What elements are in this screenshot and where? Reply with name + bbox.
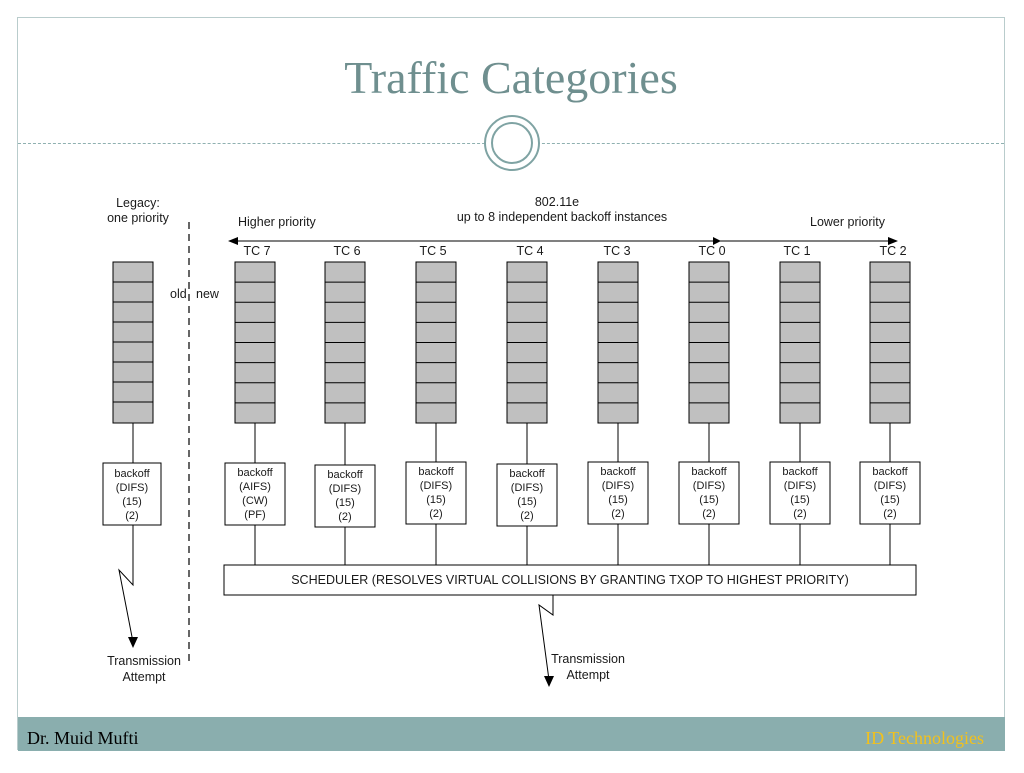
backoff-line: (15) (517, 496, 537, 508)
footer-company: ID Technologies (865, 728, 984, 748)
backoff-line: (15) (699, 494, 719, 506)
backoff-line: (DIFS) (511, 482, 543, 494)
backoff-line: backoff (600, 466, 636, 478)
traffic-category-label: TC 0 (698, 244, 725, 258)
backoff-line: (2) (338, 511, 351, 523)
backoff-line: (DIFS) (693, 480, 725, 492)
backoff-line: (2) (520, 510, 533, 522)
backoff-line: (DIFS) (329, 483, 361, 495)
slide-title: Traffic Categories (344, 52, 678, 103)
backoff-line: (2) (611, 508, 624, 520)
traffic-category-tc3: TC 3 backoff (DIFS) (15) (2) (587, 244, 649, 565)
traffic-category-label: TC 4 (516, 244, 543, 258)
legacy-transmission-line2: Attempt (122, 670, 166, 684)
footer-author: Dr. Muid Mufti (27, 728, 139, 748)
new-label: new (196, 287, 220, 301)
legacy-transmission-arrowhead-icon (128, 637, 138, 648)
backoff-line: backoff (782, 466, 818, 478)
higher-priority-label: Higher priority (238, 215, 317, 229)
traffic-category-tc7: TC 7 backoff (AIFS) (CW) (PF) (224, 244, 286, 565)
tc0-left-arrowhead-icon (713, 237, 721, 245)
legacy-queue: backoff (DIFS) (15) (2) Transmission Att… (102, 261, 181, 684)
traffic-category-label: TC 5 (419, 244, 446, 258)
scheduler-transmission-arrowhead-icon (544, 676, 554, 687)
scheduler-label: SCHEDULER (RESOLVES VIRTUAL COLLISIONS B… (291, 573, 849, 587)
legacy-label-line1: Legacy: (116, 196, 160, 210)
backoff-line: (15) (790, 494, 810, 506)
backoff-line: (DIFS) (784, 480, 816, 492)
standard-label-line2: up to 8 independent backoff instances (457, 210, 667, 224)
backoff-box (769, 461, 831, 525)
traffic-category-columns: TC 7 backoff (AIFS) (CW) (PF) TC 6 backoff (DIF… (224, 244, 921, 565)
traffic-category-label: TC 6 (333, 244, 360, 258)
backoff-line: backoff (509, 468, 545, 480)
traffic-category-tc2: TC 2 backoff (DIFS) (15) (2) (859, 244, 921, 565)
backoff-box (587, 461, 649, 525)
old-label: old (170, 287, 187, 301)
backoff-line: (DIFS) (874, 480, 906, 492)
traffic-category-label: TC 3 (603, 244, 630, 258)
legacy-backoff-line2: (DIFS) (116, 482, 148, 494)
backoff-line: (2) (793, 508, 806, 520)
transmission-line1: Transmission (551, 652, 625, 666)
backoff-line: backoff (872, 466, 908, 478)
traffic-category-label: TC 2 (879, 244, 906, 258)
legacy-backoff-line3: (15) (122, 496, 142, 508)
title-circle-inner (491, 122, 533, 164)
backoff-box (314, 464, 376, 528)
legacy-backoff-box (102, 462, 162, 526)
traffic-category-tc5: TC 5 backoff (DIFS) (15) (2) (405, 244, 467, 565)
backoff-line: backoff (327, 469, 363, 481)
legacy-transmission-line1: Transmission (107, 654, 181, 668)
scheduler-transmission-lightning (538, 595, 554, 681)
title-circle-ornament-icon (484, 115, 540, 171)
traffic-category-tc0: TC 0 backoff (DIFS) (15) (2) (678, 244, 740, 565)
backoff-line: backoff (418, 466, 454, 478)
backoff-line: backoff (691, 466, 727, 478)
backoff-line: (PF) (244, 509, 265, 521)
scheduler-box (223, 564, 917, 596)
traffic-category-tc6: TC 6 backoff (DIFS) (15) (2) (314, 244, 376, 565)
traffic-category-label: TC 1 (783, 244, 810, 258)
backoff-line: (DIFS) (420, 480, 452, 492)
backoff-line: (AIFS) (239, 481, 271, 493)
traffic-category-label: TC 7 (243, 244, 270, 258)
traffic-category-tc4: TC 4 backoff (DIFS) (15) (2) (496, 244, 558, 565)
legacy-backoff-line1: backoff (114, 468, 150, 480)
legacy-transmission-lightning (118, 525, 134, 643)
backoff-line: (CW) (242, 495, 268, 507)
backoff-line: (15) (608, 494, 628, 506)
transmission-line2: Attempt (566, 668, 610, 682)
backoff-line: (15) (335, 497, 355, 509)
backoff-box (405, 461, 467, 525)
backoff-line: (DIFS) (602, 480, 634, 492)
backoff-line: (15) (426, 494, 446, 506)
backoff-line: (2) (883, 508, 896, 520)
backoff-line: backoff (237, 467, 273, 479)
backoff-line: (15) (880, 494, 900, 506)
legacy-queue-slots (113, 281, 153, 403)
legacy-label-line2: one priority (107, 211, 170, 225)
backoff-box (859, 461, 921, 525)
standard-label-line1: 802.11e (535, 195, 579, 209)
backoff-line: (2) (702, 508, 715, 520)
backoff-box (224, 462, 286, 526)
backoff-line: (2) (429, 508, 442, 520)
footer-bar (18, 717, 1005, 751)
legacy-backoff-line4: (2) (125, 510, 138, 522)
traffic-category-tc1: TC 1 backoff (DIFS) (15) (2) (769, 244, 831, 565)
lower-priority-label: Lower priority (810, 215, 886, 229)
